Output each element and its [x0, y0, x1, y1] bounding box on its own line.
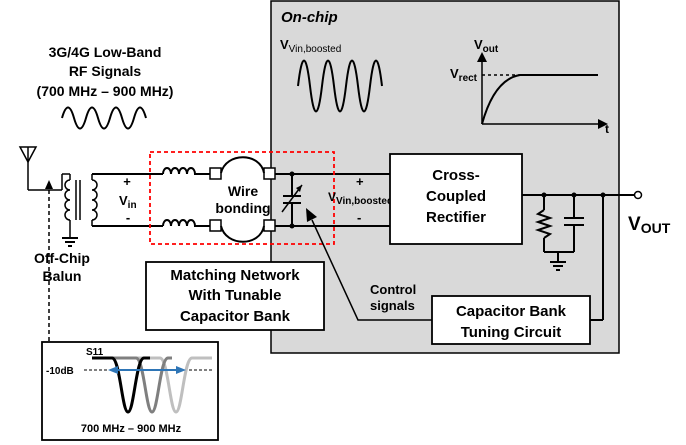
tuning-circuit-label-line2: Tuning Circuit: [461, 324, 562, 341]
wire-bond-top: [220, 156, 265, 174]
inductor-top: [162, 167, 197, 175]
tunable-capacitor-icon: [281, 171, 303, 229]
wire-bonding-label-line1: Wire: [228, 183, 258, 199]
antenna-icon: [18, 146, 62, 191]
matching-network-label-line3: Capacitor Bank: [180, 308, 291, 325]
inductor-bottom: [162, 219, 197, 227]
control-label-line1: Control: [370, 282, 416, 297]
rectifier-label-line1: Cross-: [432, 167, 480, 184]
matching-network-label-line2: With Tunable: [189, 287, 282, 304]
tuning-circuit-label-line1: Capacitor Bank: [456, 303, 567, 320]
matching-network-label-line1: Matching Network: [170, 267, 300, 284]
rectifier-block: [389, 153, 523, 245]
rectifier-label-line2: Coupled: [426, 188, 486, 205]
svg-text:3G/4G Low-Band: 3G/4G Low-Band: [49, 44, 162, 60]
rectifier-label-line3: Rectifier: [426, 209, 486, 226]
matching-network-label-box: [145, 261, 325, 331]
svg-text:RF Signals: RF Signals: [69, 63, 142, 79]
time-axis-label: t: [605, 122, 609, 136]
output-plot: Vout Vrect t: [450, 37, 609, 136]
vout-response-curve: [481, 74, 598, 125]
wire-bonding-label-line2: bonding: [215, 200, 270, 216]
boosted-sine-wave: [297, 59, 383, 113]
control-signal-line: [311, 219, 432, 321]
matching-network-outline: [149, 151, 335, 245]
output-network: [522, 192, 634, 321]
rectifier-input-plus: +: [356, 174, 364, 189]
vin-minus: -: [126, 210, 130, 225]
vout-label: VOUT: [628, 214, 671, 236]
s11-curve-dark: [92, 356, 150, 414]
svg-text:(700 MHz – 900 MHz): (700 MHz – 900 MHz): [37, 83, 174, 99]
rf-signal-title: 3G/4G Low-Band RF Signals (700 MHz – 900…: [37, 44, 174, 99]
wire-bond-bottom: [220, 225, 265, 243]
rectifier-input-minus: -: [357, 210, 361, 225]
balun-label-line1: Off-Chip: [34, 250, 90, 266]
balun-label-line2: Balun: [43, 268, 82, 284]
s11-title: S11: [86, 347, 104, 358]
vin-label: Vin: [119, 193, 137, 211]
balun-transformer: [61, 173, 98, 238]
s11-range-label: 700 MHz – 900 MHz: [81, 423, 182, 435]
output-terminal: [633, 190, 643, 200]
s11-level-label: -10dB: [46, 366, 74, 377]
on-chip-label: On-chip: [281, 9, 338, 26]
vin-plus: +: [123, 174, 131, 189]
bond-pads: [209, 167, 276, 232]
control-label-line2: signals: [370, 298, 415, 313]
s11-inset: S11 -10dB 700 MHz – 900 MHz: [41, 341, 219, 441]
ground-icon: [62, 237, 78, 247]
rf-input-sine-wave: [61, 106, 147, 130]
